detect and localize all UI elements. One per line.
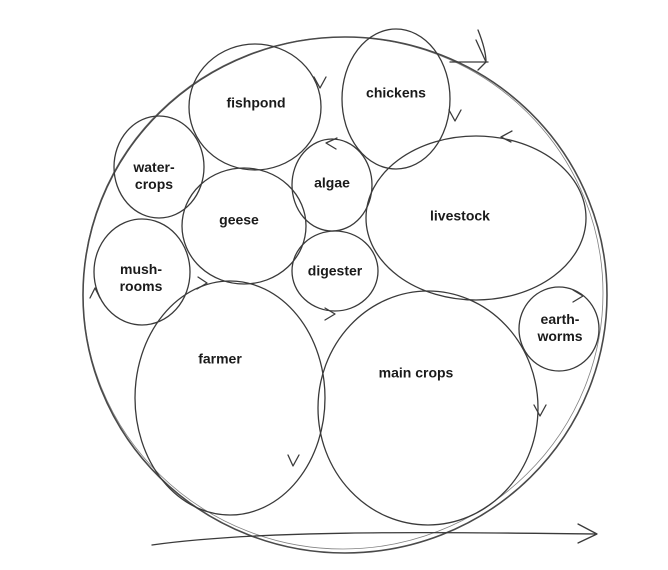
water-crops-label: water- crops (133, 159, 175, 192)
arrow-icon (89, 287, 101, 299)
geese-label: geese (219, 211, 259, 228)
water-crops-circle (113, 115, 205, 219)
fishpond-label: fishpond (226, 94, 286, 111)
bottom-arrow-icon (577, 523, 598, 544)
earthworms-label: earth- worms (537, 311, 583, 344)
digester-circle (291, 230, 379, 312)
fishpond-circle (188, 43, 322, 171)
farmer-label: farmer (198, 350, 242, 367)
arrow-icon (287, 454, 300, 467)
main-crops-circle (317, 290, 539, 526)
arrow-icon (325, 137, 338, 150)
mushrooms-label: mush- rooms (119, 261, 163, 294)
system-boundary-circle (82, 36, 608, 554)
top-arrow-icon (475, 39, 487, 71)
arrow-icon (448, 109, 462, 122)
bottom-flow-line (151, 531, 597, 546)
livestock-circle (365, 135, 587, 301)
mushrooms-circle (93, 218, 191, 326)
digester-label: digester (307, 262, 363, 279)
main-crops-label: main crops (378, 364, 454, 381)
arrow-icon (313, 76, 327, 89)
farmer-circle (134, 280, 326, 516)
flow-arrows (89, 76, 584, 467)
chickens-circle (341, 28, 451, 170)
livestock-label: livestock (430, 207, 490, 224)
arrow-icon (572, 289, 584, 303)
geese-circle (181, 167, 307, 285)
earthworms-circle (518, 286, 600, 372)
arrow-icon (533, 404, 547, 417)
algae-label: algae (314, 174, 350, 191)
arrow-icon (500, 130, 513, 143)
arrow-icon (324, 307, 336, 321)
chickens-label: chickens (366, 84, 426, 101)
arrow-icon (196, 276, 208, 290)
